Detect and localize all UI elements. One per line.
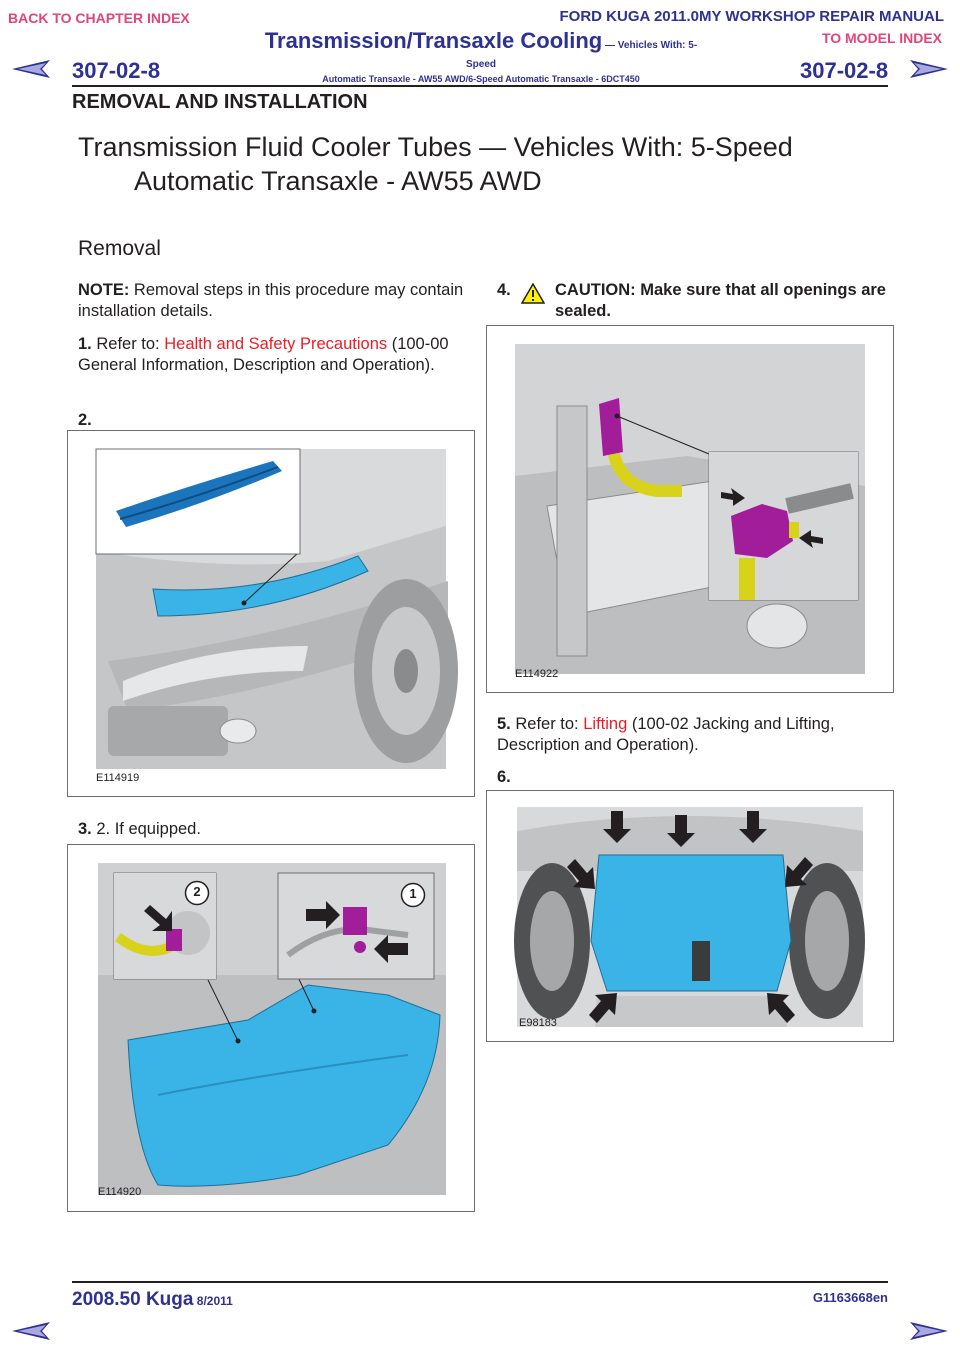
page-title-line1: Transmission Fluid Cooler Tubes — Vehicl… — [78, 132, 793, 162]
figure-e98183: E98183 — [486, 790, 894, 1042]
section-title: Transmission/Transaxle Cooling — [264, 28, 603, 53]
section-header: Transmission/Transaxle Cooling — Vehicle… — [256, 28, 706, 84]
note-label: NOTE: — [78, 281, 130, 299]
step-3: 3. 2. If equipped. — [78, 819, 201, 840]
step-6-number: 6. — [497, 768, 511, 786]
category-heading: REMOVAL AND INSTALLATION — [72, 91, 368, 113]
step-3-text: 2. If equipped. — [96, 820, 201, 838]
figure-code: E114920 — [98, 1186, 142, 1198]
figure-e114919: E114919 — [67, 430, 475, 797]
section-subtitle: — Vehicles With: 5-Speed — [465, 40, 698, 70]
caution-warning-icon — [521, 283, 545, 304]
step-5-prefix: Refer to: — [515, 715, 584, 733]
cooler-tube-connector-illustration — [515, 344, 865, 674]
step-1-prefix: Refer to: — [96, 335, 165, 353]
step-1: 1. Refer to: Health and Safety Precautio… — [78, 334, 470, 376]
step-4-caution: CAUTION: Make sure that all openings are… — [555, 281, 886, 320]
figure-e114920: 2 1 E114920 — [67, 844, 475, 1212]
step-5-suffix: (100-02 Jacking and Lifting, Description… — [497, 715, 835, 754]
header-rule — [72, 85, 888, 87]
section-heading-removal: Removal — [78, 237, 161, 260]
step-4-number: 4. — [497, 281, 511, 299]
previous-page-arrow-icon[interactable] — [10, 1320, 52, 1342]
manual-title: FORD KUGA 2011.0MY WORKSHOP REPAIR MANUA… — [559, 8, 945, 25]
page-title-line2: Automatic Transaxle - AW55 AWD — [134, 166, 542, 196]
callout-2-label: 2 — [193, 884, 201, 899]
note-paragraph: NOTE: Removal steps in this procedure ma… — [78, 280, 470, 322]
page-number-left: 307-02-8 — [72, 58, 161, 83]
section-line2: Automatic Transaxle - AW55 AWD/6-Speed A… — [322, 74, 640, 84]
step-1-suffix: (100-00 General Information, Description… — [78, 335, 449, 374]
lifting-link[interactable]: Lifting — [583, 715, 628, 733]
step-1-number: 1. — [78, 335, 92, 353]
previous-page-arrow-icon[interactable] — [10, 58, 52, 80]
step-5: 5. Refer to: Lifting (100-02 Jacking and… — [497, 714, 892, 756]
step-3-number: 3. — [78, 820, 92, 838]
footer-model-name: 2008.50 Kuga — [72, 1289, 194, 1310]
back-to-chapter-index-link[interactable]: BACK TO CHAPTER INDEX — [8, 10, 190, 26]
figure-code: E114922 — [515, 668, 559, 680]
next-page-arrow-icon[interactable] — [908, 1320, 950, 1342]
page-number-right: 307-02-8 — [800, 58, 889, 83]
note-text: Removal steps in this procedure may cont… — [78, 281, 464, 320]
figure-code: E98183 — [519, 1017, 557, 1029]
step-2-number: 2. — [78, 411, 92, 429]
figure-code: E114919 — [96, 772, 140, 784]
step-4: 4. — [497, 280, 892, 301]
headlamp-illustration — [98, 863, 446, 1195]
to-model-index-link[interactable]: TO MODEL INDEX — [821, 30, 942, 46]
front-bumper-illustration — [95, 448, 458, 769]
figure-e114922: E114922 — [486, 325, 894, 693]
footer-model: 2008.50 Kuga 8/2011 — [72, 1289, 233, 1311]
step-5-number: 5. — [497, 715, 511, 733]
underbody-shield-illustration — [514, 807, 865, 1027]
footer-doc-code: G1163668en — [812, 1290, 888, 1305]
health-safety-link[interactable]: Health and Safety Precautions — [164, 335, 388, 353]
next-page-arrow-icon[interactable] — [908, 58, 950, 80]
footer-rule — [72, 1281, 888, 1283]
page-title: Transmission Fluid Cooler Tubes — Vehicl… — [78, 130, 793, 198]
callout-2-icon — [184, 880, 210, 906]
callout-1-icon — [400, 882, 426, 908]
footer-date: 8/2011 — [193, 1294, 233, 1308]
callout-1-label: 1 — [409, 886, 417, 901]
